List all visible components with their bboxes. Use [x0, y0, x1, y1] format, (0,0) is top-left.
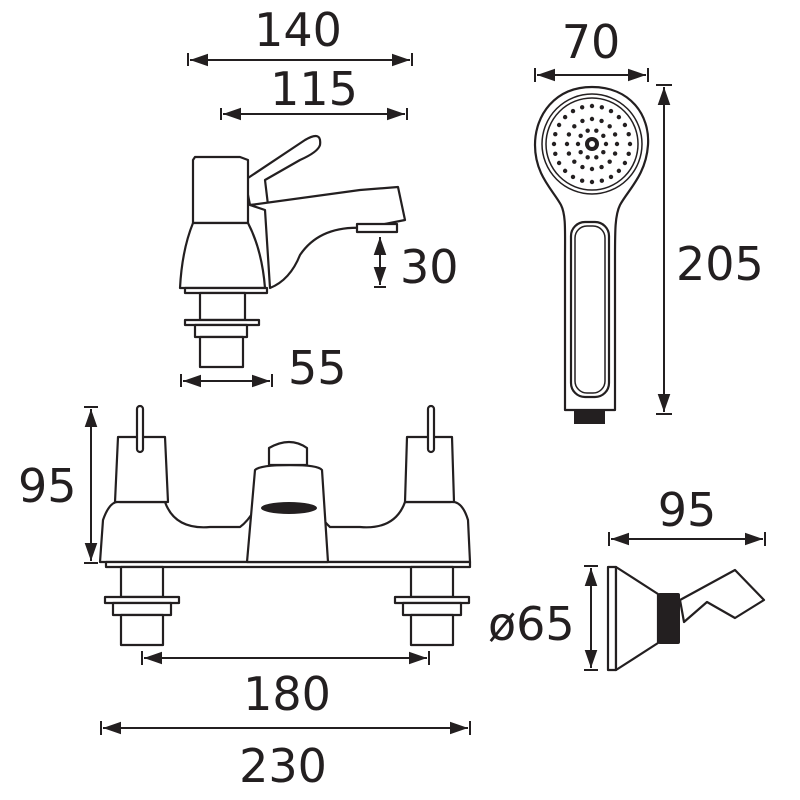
dim-label-95-height: 95: [18, 459, 77, 513]
basin-tap-drawing: 140 115 30: [178, 3, 459, 395]
dim-hand-shower-width: 70: [534, 15, 649, 82]
dim-bath-filler-height: 95: [18, 406, 98, 564]
dim-label-55: 55: [288, 341, 347, 395]
dim-basin-tap-tail: 55: [180, 341, 347, 395]
dim-basin-tap-clearance: 30: [373, 237, 459, 294]
dim-label-140: 140: [254, 3, 342, 57]
dim-label-70: 70: [562, 15, 621, 69]
spray-nozzles: [551, 103, 633, 185]
dim-basin-tap-reach: 115: [220, 62, 408, 121]
dim-label-180: 180: [243, 667, 331, 721]
hand-shower-drawing: 70 205: [533, 15, 764, 424]
dim-label-65-diameter: ø65: [488, 597, 575, 651]
dim-bath-filler-width: 230: [100, 721, 471, 793]
dim-wall-bracket-diameter: ø65: [488, 565, 598, 671]
dim-wall-bracket-projection: 95: [608, 483, 766, 546]
dim-label-115: 115: [270, 62, 358, 116]
dim-label-95-projection: 95: [658, 483, 717, 537]
dim-label-30: 30: [400, 240, 459, 294]
dim-basin-tap-length: 140: [187, 3, 413, 67]
bath-filler-drawing: 95 180: [18, 404, 472, 793]
dim-label-230: 230: [239, 739, 327, 793]
dim-bath-filler-centres: 180: [141, 651, 430, 721]
dim-hand-shower-length: 205: [656, 84, 764, 415]
dim-label-205: 205: [676, 237, 764, 291]
wall-bracket-drawing: 95 ø65: [488, 483, 766, 672]
